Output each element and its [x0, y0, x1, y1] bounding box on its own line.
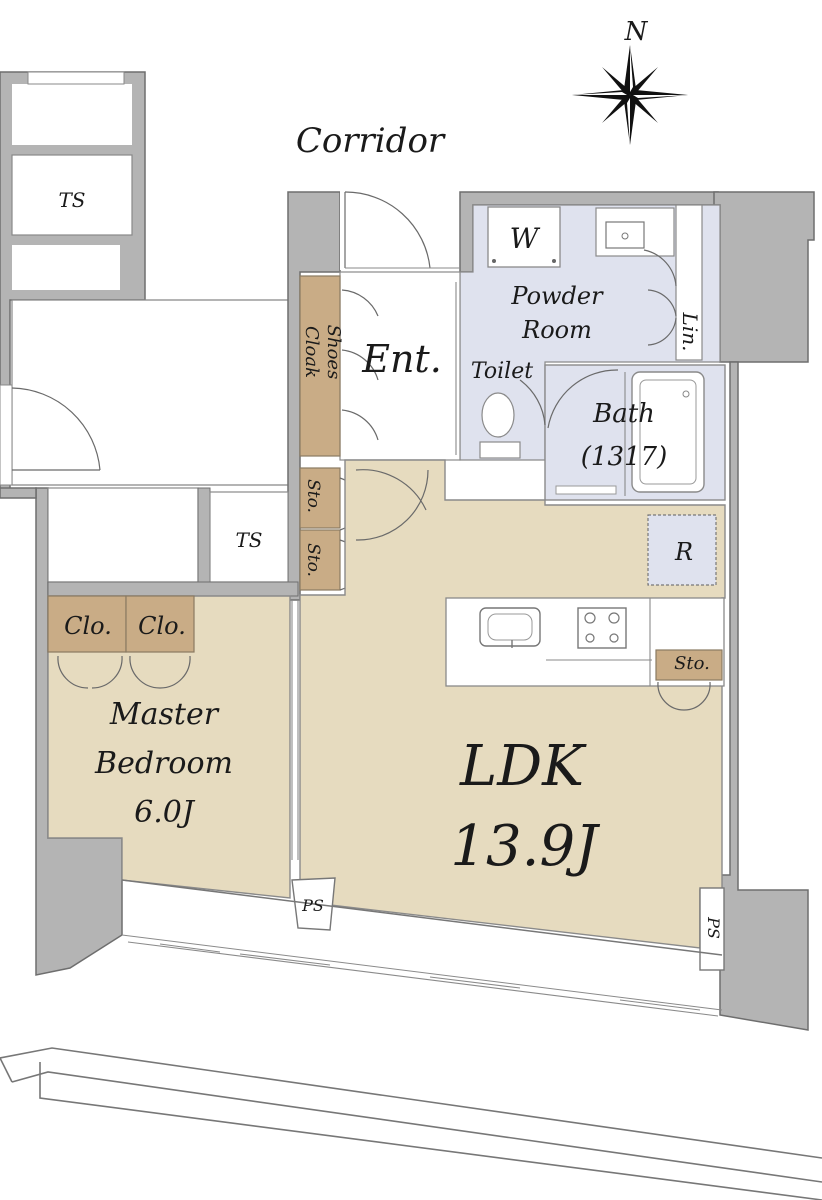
ldk-floor — [299, 459, 726, 949]
ldk-label-2: 13.9J — [450, 814, 601, 879]
trunk-space-row — [47, 487, 299, 597]
corridor-label: Corridor — [296, 121, 446, 161]
shoes-cloak-label-2: Cloak — [301, 326, 322, 378]
ldk-label-1: LDK — [459, 734, 587, 799]
compass-north-label: N — [624, 17, 649, 47]
compass-rose — [572, 45, 688, 145]
shoes-cloak-label-1: Shoes — [323, 325, 344, 380]
pipe-space-label-2: PS — [704, 916, 723, 939]
balcony — [0, 879, 822, 1200]
storage-label-2: Sto. — [303, 543, 323, 577]
closet-label-2: Clo. — [138, 612, 186, 640]
powder-room-label-1: Powder — [510, 282, 604, 310]
entrance-door — [340, 190, 460, 270]
trunk-space-top-label: TS — [58, 188, 85, 212]
entrance-label: Ent. — [361, 337, 442, 381]
kitchen-counter — [445, 597, 725, 711]
washer-label: W — [510, 222, 541, 255]
entrance-hall — [339, 271, 461, 461]
shoes-cloak — [299, 275, 341, 457]
kitchen-storage-label: Sto. — [674, 653, 710, 674]
linen-label: Lin. — [678, 312, 702, 352]
outer-walls — [0, 191, 815, 1031]
entry-storage — [299, 467, 365, 591]
master-bedroom-label-2: Bedroom — [94, 746, 233, 781]
master-bedroom-label-3: 6.0J — [134, 795, 196, 830]
bath-label-1: Bath — [592, 399, 655, 429]
powder-room-label-2: Room — [521, 316, 592, 344]
bath-label-2: (1317) — [581, 442, 667, 472]
storage-label-1: Sto. — [303, 479, 323, 513]
closet-label-1: Clo. — [64, 612, 112, 640]
master-bedroom-label-1: Master — [109, 697, 220, 732]
master-bedroom — [47, 595, 299, 899]
left-structure — [0, 71, 291, 496]
refrigerator-space — [647, 514, 717, 586]
refrigerator-label: R — [674, 538, 693, 566]
pipe-space-label-1: PS — [301, 896, 324, 915]
toilet-label: Toilet — [471, 359, 533, 384]
trunk-space-mid-label: TS — [235, 528, 262, 552]
wet-area — [459, 204, 726, 501]
